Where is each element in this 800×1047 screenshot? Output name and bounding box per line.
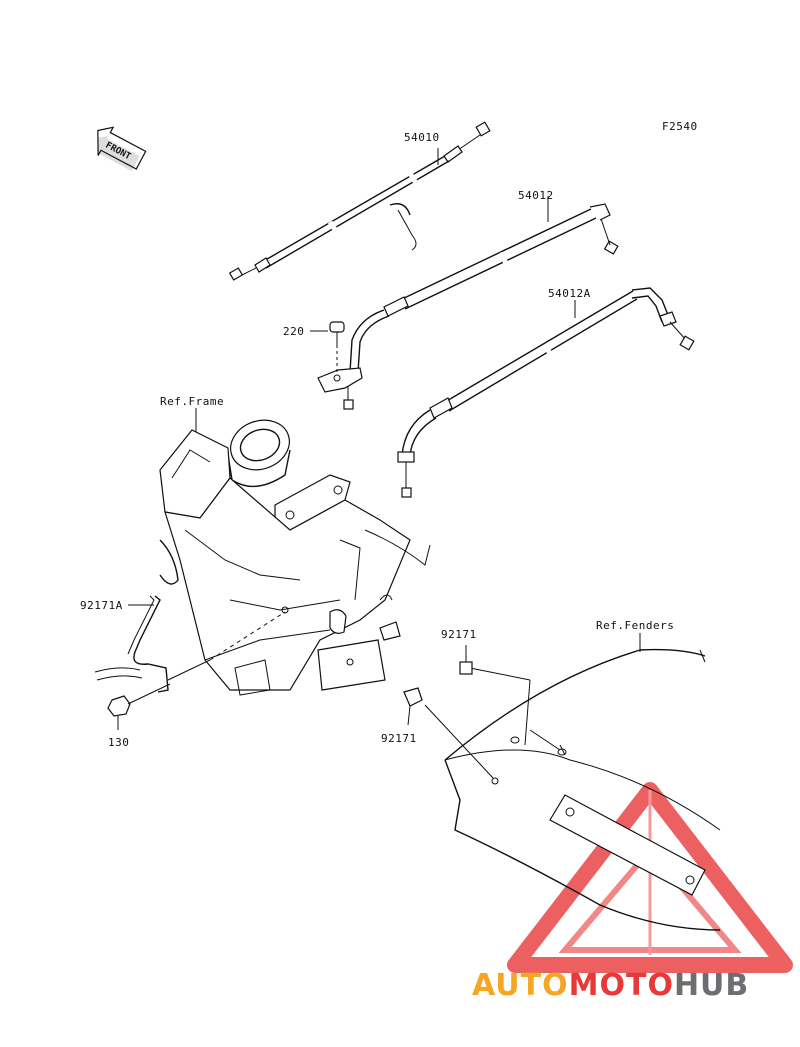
label-ref-frame: Ref.Frame: [160, 395, 224, 408]
watermark-part3: HUB: [674, 968, 749, 1003]
cable-54010: [228, 121, 491, 281]
label-ref-fenders: Ref.Fenders: [596, 619, 674, 632]
front-arrow-icon: FRONT: [97, 126, 147, 172]
cable-54012: [343, 196, 619, 410]
label-92171a: 92171A: [80, 599, 123, 612]
fender-ref: [424, 633, 721, 931]
label-130: 130: [108, 736, 129, 749]
clamp-92171-bottom: [403, 687, 423, 726]
figure-code: F2540: [662, 120, 698, 133]
watermark-part1: AUTO: [472, 968, 569, 1003]
label-92171-bottom: 92171: [381, 732, 417, 745]
watermark-part2: MOTO: [569, 968, 674, 1003]
label-92171-top: 92171: [441, 628, 477, 641]
label-54010: 54010: [404, 131, 440, 144]
clamp-92171-top: [459, 645, 473, 675]
label-54012: 54012: [518, 189, 554, 202]
cable-54012a: [397, 287, 695, 498]
bracket-220: [310, 321, 363, 393]
frame-ref: [159, 408, 431, 696]
svg-text:AUTOMOTOHUB: AUTOMOTOHUB: [472, 968, 749, 1003]
clip-92171a: [94, 595, 286, 693]
watermark-logo: AUTOMOTOHUB: [472, 968, 749, 1003]
bolt-130: [107, 683, 171, 730]
label-54012a: 54012A: [548, 287, 591, 300]
label-220: 220: [283, 325, 304, 338]
